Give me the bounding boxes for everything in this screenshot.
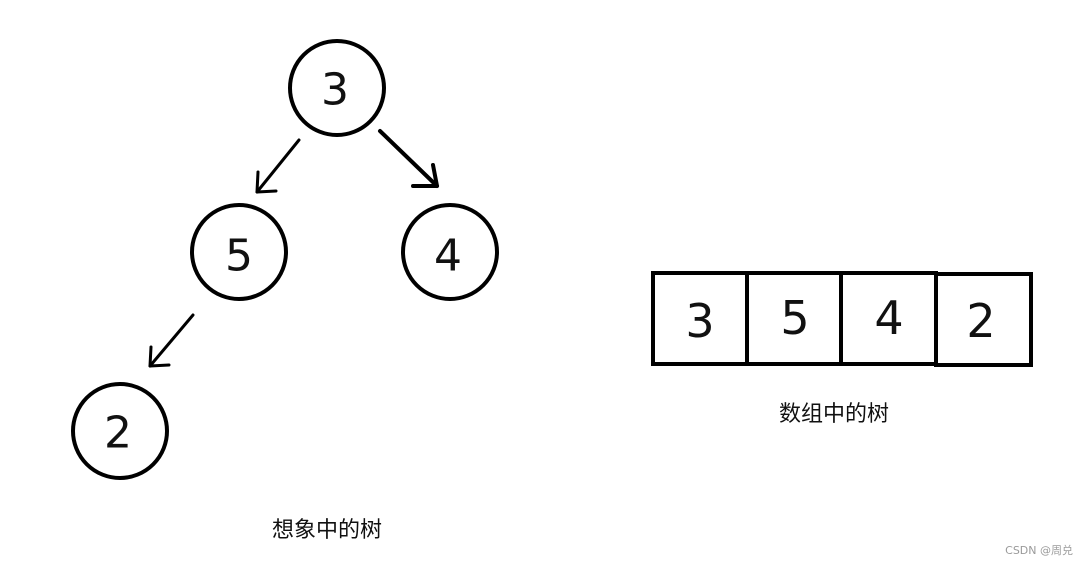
tree-edges <box>148 129 439 368</box>
array-cell-label: 3 <box>685 294 714 348</box>
array-cell-1: 5 <box>745 271 843 366</box>
tree-node-label: 4 <box>434 231 462 282</box>
watermark: CSDN @周兑 <box>1005 544 1073 557</box>
tree-node-n2: 4 <box>401 203 499 301</box>
tree-node-label: 2 <box>104 408 132 459</box>
tree-node-n3: 2 <box>71 382 169 480</box>
tree-node-label: 3 <box>321 65 349 116</box>
array-cell-2: 4 <box>839 271 938 366</box>
array-cells: 3 5 4 2 <box>651 271 1033 367</box>
array-cell-3: 2 <box>934 272 1033 367</box>
array-cell-label: 5 <box>780 291 809 345</box>
array-cell-label: 4 <box>874 291 903 345</box>
edge-n0-n2 <box>378 129 439 188</box>
array-caption: 数组中的树 <box>779 402 890 427</box>
edge-n0-n1 <box>255 138 301 194</box>
tree-caption: 想象中的树 <box>272 518 383 543</box>
tree-node-n0: 3 <box>288 39 386 137</box>
array-cell-0: 3 <box>651 271 749 366</box>
tree-node-label: 5 <box>225 231 253 282</box>
edge-n1-n3 <box>148 313 195 368</box>
tree-nodes: 3 5 4 2 <box>71 39 499 480</box>
tree-node-n1: 5 <box>190 203 288 301</box>
array-cell-label: 2 <box>966 294 995 348</box>
